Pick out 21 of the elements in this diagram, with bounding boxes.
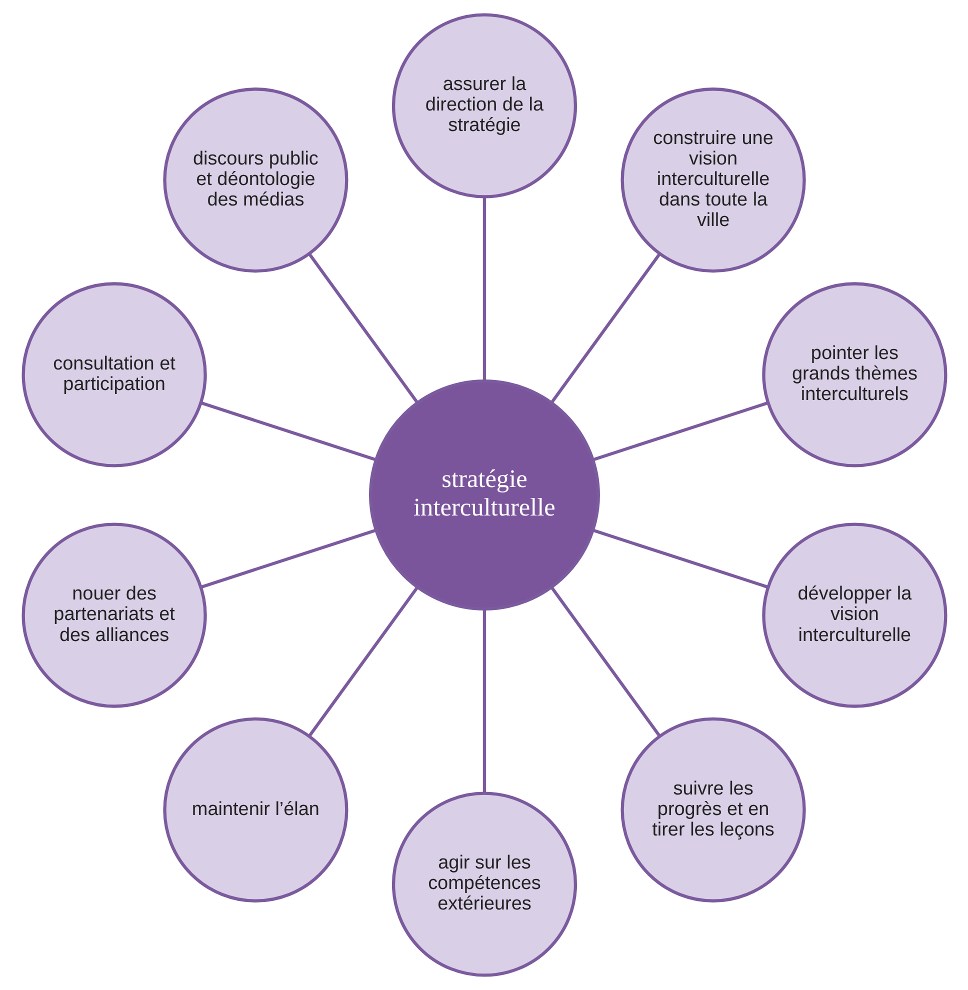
connector [200, 401, 376, 462]
node-circle: stratégie interculturelle [368, 380, 600, 610]
node-circle: pointer les grands thèmes interculturels [762, 282, 947, 468]
node-circle: suivre les progrès et en tirer les leçons [620, 717, 806, 902]
node-circle: discours public et déontologie des médias [162, 88, 348, 273]
node-circle: consultation et participation [21, 282, 206, 468]
connector [308, 253, 418, 404]
connector [592, 528, 768, 589]
connector [550, 253, 660, 404]
connector [200, 528, 376, 589]
node-circle: agir sur les compétences extérieures [391, 792, 577, 977]
node-circle: construire une vision interculturelle dans toute la ville [620, 88, 806, 273]
connector [592, 401, 768, 462]
node-circle: nouer des partenariats et des alliances [21, 522, 206, 708]
connector [550, 586, 660, 737]
connector [308, 586, 418, 737]
connector [482, 609, 486, 793]
connector [482, 197, 486, 381]
node-circle: assurer la direction de la stratégie [391, 13, 577, 198]
node-circle: développer la vision interculturelle [762, 522, 947, 708]
node-circle: maintenir l’élan [162, 717, 348, 902]
